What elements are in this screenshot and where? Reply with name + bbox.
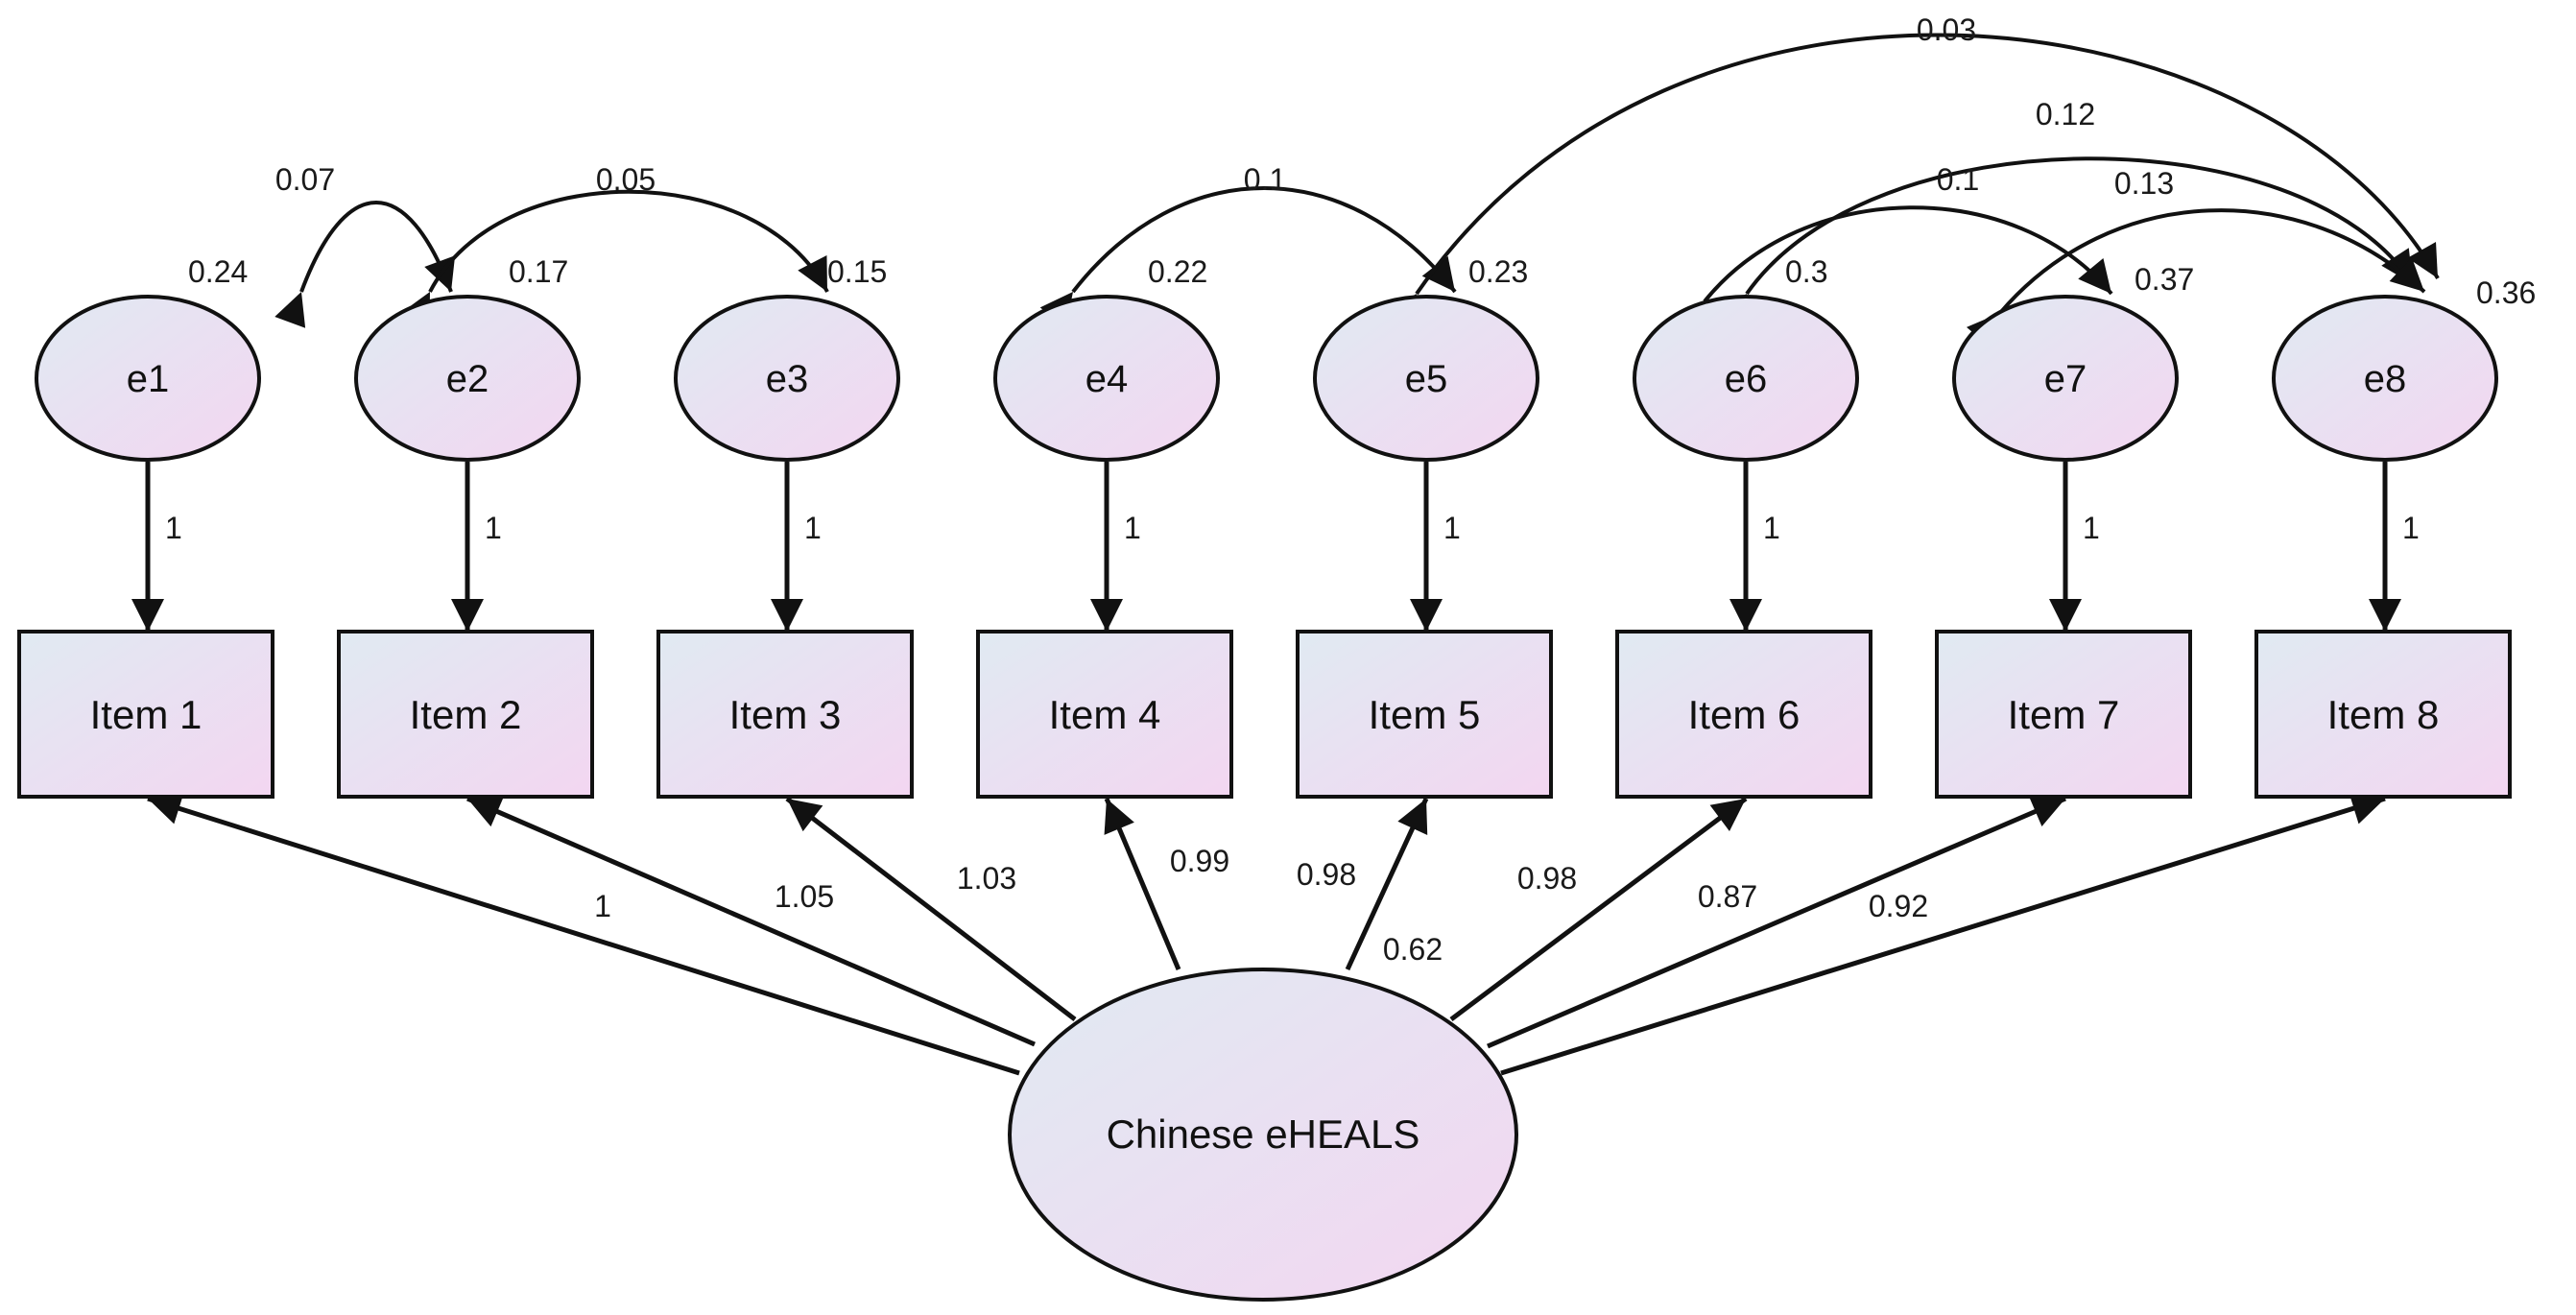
error-node-e5 [1313,295,1539,462]
extra-label: 0.62 [1383,932,1443,967]
loading-label: 0.99 [1170,844,1229,878]
item-label: Item 2 [410,692,522,737]
item-label: Item 5 [1369,692,1481,737]
error-name: e1 [127,358,170,400]
latent-node [1008,968,1518,1302]
loading-label: 1.03 [957,861,1016,896]
loading-paths [147,792,2386,1076]
error-variance-labels: 0.24 0.17 0.15 0.22 0.23 0.3 0.37 0.36 [188,254,2536,310]
error-node-e6 [1633,295,1859,462]
error-nodes [35,295,2498,462]
item-label: Item 4 [1049,692,1161,737]
error-name: e8 [2364,358,2407,400]
error-path-label: 1 [2402,511,2420,545]
item-label: Item 7 [2008,692,2120,737]
error-path-label: 1 [1124,511,1141,545]
covariance-arc-e7-e8 [1966,208,2426,348]
error-node-e4 [993,295,1220,462]
error-variance-label: 0.17 [509,254,568,289]
item-box-2 [337,630,594,799]
covariance-arc-e6-e8 [1714,156,2415,330]
item-boxes [17,630,2512,799]
latent-label: Chinese eHEALS [1107,1112,1420,1157]
loading-label: 0.87 [1698,879,1757,914]
item-box-4 [976,630,1233,799]
item-label: Item 3 [729,692,842,737]
covariance-label: 0.1 [1937,162,1979,197]
error-variance-label: 0.22 [1148,254,1207,289]
error-name: e5 [1405,358,1448,400]
error-variance-label: 0.36 [2476,275,2536,310]
loading-path-item1 [147,792,1020,1076]
loading-label: 0.98 [1297,857,1356,892]
error-node-e1 [35,295,261,462]
item-labels: Item 1 Item 2 Item 3 Item 4 Item 5 Item … [90,692,2440,737]
item-box-1 [17,630,274,799]
loading-path-item6 [1449,796,1748,1022]
covariance-arc-e6-e7 [1671,205,2113,338]
covariance-arc-e4-e5 [1039,186,1457,328]
error-path-label: 1 [804,511,822,545]
error-paths [131,462,2401,632]
error-variance-label: 0.23 [1468,254,1528,289]
error-path-label: 1 [1763,511,1780,545]
error-path-label: 1 [2083,511,2100,545]
error-variance-label: 0.3 [1785,254,1827,289]
item-box-6 [1615,630,1872,799]
error-path-label: 1 [165,511,182,545]
item-box-5 [1296,630,1553,799]
loading-label: 0.92 [1869,889,1928,923]
error-name: e3 [766,358,809,400]
item-label: Item 8 [2327,692,2440,737]
loading-path-item8 [1500,792,2386,1076]
error-path-label: 1 [1443,511,1461,545]
covariance-label: 0.07 [275,162,335,197]
error-node-e3 [674,295,900,462]
error-node-e8 [2272,295,2498,462]
error-variance-label: 0.37 [2135,262,2194,297]
covariance-label: 0.13 [2114,166,2174,201]
error-variance-label: 0.24 [188,254,248,289]
loading-label: 1 [594,889,611,923]
error-name: e7 [2044,358,2087,400]
covariance-label: 0.12 [2036,97,2095,132]
error-variance-label: 0.15 [827,254,887,289]
error-name: e2 [446,358,489,400]
error-node-labels: e1 e2 e3 e4 e5 e6 e7 e8 [127,358,2407,400]
loading-path-item7 [1487,796,2066,1049]
covariance-arc-e2-e3 [400,189,829,329]
loading-path-item4 [1104,798,1181,970]
loading-path-item5 [1345,797,1429,971]
loading-path-item2 [466,796,1036,1047]
covariance-label: 0.1 [1244,162,1286,197]
error-name: e4 [1085,358,1129,400]
item-label: Item 6 [1688,692,1801,737]
item-box-3 [656,630,914,799]
covariance-labels: 0.07 0.05 0.1 0.03 0.12 0.1 0.13 [275,12,2174,201]
error-path-labels: 1 1 1 1 1 1 1 1 [165,511,2420,545]
error-path-label: 1 [485,511,502,545]
error-name: e6 [1725,358,1768,400]
covariance-arc-e1-e2 [274,201,456,328]
item-box-7 [1935,630,2192,799]
covariance-label: 0.05 [596,162,656,197]
loading-label: 0.98 [1517,861,1577,896]
loading-path-item3 [785,797,1077,1021]
covariance-label: 0.03 [1917,12,1976,47]
covariance-arcs [274,33,2440,348]
error-node-e7 [1952,295,2179,462]
item-box-8 [2254,630,2512,799]
covariance-arc-e5-e8 [1384,33,2440,330]
loading-labels: 1 1.05 1.03 0.99 0.98 0.98 0.87 0.92 0.6… [594,844,1928,967]
loading-label: 1.05 [775,879,834,914]
error-node-e2 [354,295,581,462]
item-label: Item 1 [90,692,203,737]
